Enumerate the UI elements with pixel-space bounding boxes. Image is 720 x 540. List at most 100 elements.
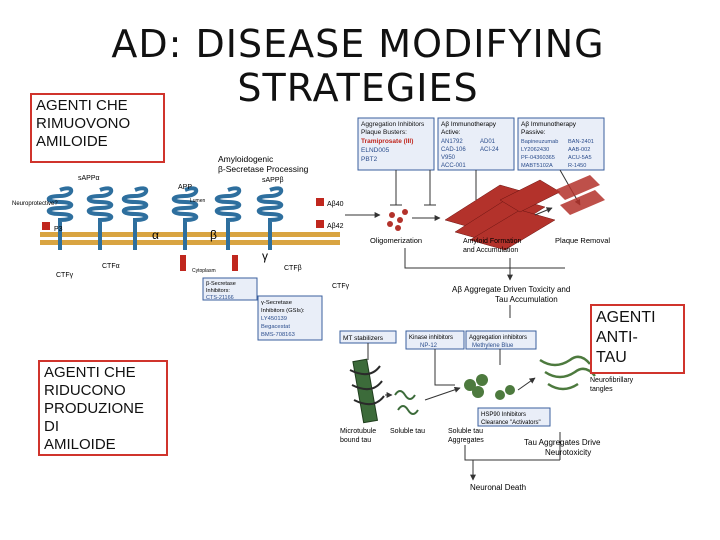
tau-drive-2: Neurotoxicity <box>545 448 591 457</box>
callout-reduce-line-3: PRODUZIONE DI <box>44 400 145 435</box>
label-ctfa: CTFα <box>102 263 120 270</box>
kinase-label-1: Kinase inhibitors <box>409 335 453 341</box>
passive-item-1: Bapineuzumab <box>521 139 558 145</box>
mt-stabilizers-box: MT stabilizers <box>339 330 397 344</box>
active-item-2: CAD-106 <box>441 147 466 153</box>
passive-item-7: ACU-5A5 <box>568 155 592 161</box>
label-lumen: Lumen <box>190 198 206 204</box>
label-sappb: sAPPβ <box>262 177 284 184</box>
callout-reduce-amyloid: AGENTI CHE RIDUCONO PRODUZIONE DI AMILOI… <box>38 360 168 456</box>
app-helix-3 <box>121 186 149 250</box>
callout-antitau-line-2: ANTI- <box>596 329 638 346</box>
label-cytoplasm: Cytoplasm <box>192 268 216 274</box>
callout-antitau-line-1: AGENTI <box>596 309 656 326</box>
title-line-2: STRATEGIES <box>237 66 479 110</box>
active-box-title: Aβ Immunotherapy <box>441 121 497 128</box>
tau-aggregation-inhibitors-box: Aggregation inhibitors Methylene Blue <box>465 330 537 350</box>
passive-item-6: AAB-002 <box>568 147 590 153</box>
label-mt-bound-2: bound tau <box>340 437 371 444</box>
neurofibrillary-tangles <box>539 355 596 391</box>
label-ctfg2: CTFγ <box>332 283 350 290</box>
passive-box-sub: Passive: <box>521 129 546 136</box>
neuronal-death: Neuronal Death <box>470 483 526 492</box>
callout-reduce-line-1: AGENTI CHE <box>44 364 136 381</box>
active-item-3: V950 <box>441 155 456 161</box>
gamma-box-line-5: BMS-708163 <box>261 332 295 338</box>
passive-item-8: R-1450 <box>568 163 586 169</box>
app-helix-1 <box>46 186 74 250</box>
amyloid-fibrils <box>444 179 561 251</box>
app-helix-4 <box>171 186 199 250</box>
label-alpha: α <box>152 228 159 242</box>
soluble-tau <box>394 390 419 415</box>
plaque-removal-cluster <box>555 175 605 215</box>
tau-agg-label-2: Methylene Blue <box>472 343 514 349</box>
cell-membrane <box>40 232 340 245</box>
agg-item-3: PBT2 <box>361 156 378 163</box>
passive-item-3: PF-04360365 <box>521 155 555 161</box>
agg-box-sub: Plaque Busters: <box>361 129 407 136</box>
beta-box-line-2: Inhibitors: <box>206 288 230 294</box>
callout-remove-line-3: AMILOIDE <box>36 133 108 150</box>
label-sappa: sAPPα <box>78 175 100 182</box>
stage-fibril-1: Amyloid Formation <box>463 238 521 245</box>
label-app: APP <box>178 184 192 191</box>
title-line-1: AD: DISEASE MODIFYING <box>111 22 605 66</box>
passive-item-4: MABT5102A <box>521 163 553 169</box>
callout-remove-amyloid: AGENTI CHE RIMUOVONO AMILOIDE <box>30 93 165 163</box>
label-neuroprotective: Neuroprotective? <box>12 201 58 207</box>
beta-secretase-box: β-Secretase Inhibitors: CTS-21166 <box>202 277 258 301</box>
callout-anti-tau: AGENTI ANTI- TAU <box>590 304 685 374</box>
label-soluble-agg-2: Aggregates <box>448 437 484 444</box>
amyloidogenic-label-1: Amyloidogenic <box>218 154 274 164</box>
tau-drive-1: Tau Aggregates Drive <box>524 438 601 447</box>
tau-agg-label-1: Aggregation inhibitors <box>469 335 527 341</box>
label-beta: β <box>210 228 217 242</box>
app-helix-2 <box>86 186 114 250</box>
passive-immunotherapy-box: Aβ Immunotherapy Passive: Bapineuzumab L… <box>517 117 605 171</box>
label-ctfb: CTFβ <box>284 265 302 272</box>
callout-antitau-line-3: TAU <box>596 349 627 366</box>
active-item-5: AD01 <box>480 139 496 145</box>
toxicity-line-1: Aβ Aggregate Driven Toxicity and <box>452 285 570 294</box>
active-item-1: AN1792 <box>441 139 463 145</box>
agg-item-2: ELND005 <box>361 147 390 154</box>
toxicity-line-2: Tau Accumulation <box>495 295 558 304</box>
kinase-label-2: NP-12 <box>420 343 438 349</box>
callout-remove-line-1: AGENTI CHE <box>36 97 128 114</box>
passive-box-title: Aβ Immunotherapy <box>521 121 577 128</box>
label-ab42: Aβ42 <box>327 223 344 230</box>
active-immunotherapy-box: Aβ Immunotherapy Active: AN1792 CAD-106 … <box>437 117 515 171</box>
stage-fibril-2: and Accumulation <box>463 247 518 254</box>
aggregation-inhibitors-box: Aggregation Inhibitors Plaque Busters: T… <box>357 117 435 171</box>
agg-box-title: Aggregation Inhibitors <box>361 121 425 128</box>
label-ctfg1: CTFγ <box>56 272 74 279</box>
active-item-4: ACC-001 <box>441 163 466 169</box>
callout-reduce-line-4: AMILOIDE <box>44 436 116 453</box>
label-nft-1: Neurofibrillary <box>590 377 634 384</box>
gamma-box-line-2: Inhibitors (GSIs): <box>261 308 305 314</box>
stage-oligomerization: Oligomerization <box>370 236 422 245</box>
gamma-box-line-1: γ-Secretase <box>261 300 292 306</box>
microtubule <box>349 358 385 424</box>
app-helix-6 <box>256 186 284 250</box>
gamma-box-line-4: Begacestat <box>261 324 290 330</box>
kinase-inhibitors-box: Kinase inhibitors NP-12 <box>405 330 465 350</box>
label-ab40: Aβ40 <box>327 201 344 208</box>
amyloidogenic-label-2: β-Secretase Processing <box>218 164 309 174</box>
label-nft-2: tangles <box>590 386 613 393</box>
label-soluble-agg-1: Soluble tau <box>448 428 483 435</box>
label-p3: P3 <box>54 226 63 233</box>
hsp90-label-1: HSP90 Inhibitors <box>481 412 526 418</box>
beta-box-line-3: CTS-21166 <box>206 295 234 301</box>
agg-item-1: Tramiprosate (III) <box>361 138 413 145</box>
callout-reduce-line-2: RIDUCONO <box>44 382 126 399</box>
passive-item-2: LY2062430 <box>521 147 549 153</box>
callout-remove-line-2: RIMUOVONO <box>36 115 131 132</box>
gamma-secretase-box: γ-Secretase Inhibitors (GSIs): LY450139 … <box>257 295 323 341</box>
gamma-box-line-3: LY450139 <box>261 316 287 322</box>
hsp90-box: HSP90 Inhibitors Clearance "Activators" <box>477 407 551 427</box>
passive-item-5: BAN-2401 <box>568 139 594 145</box>
active-box-sub: Active: <box>441 129 461 136</box>
